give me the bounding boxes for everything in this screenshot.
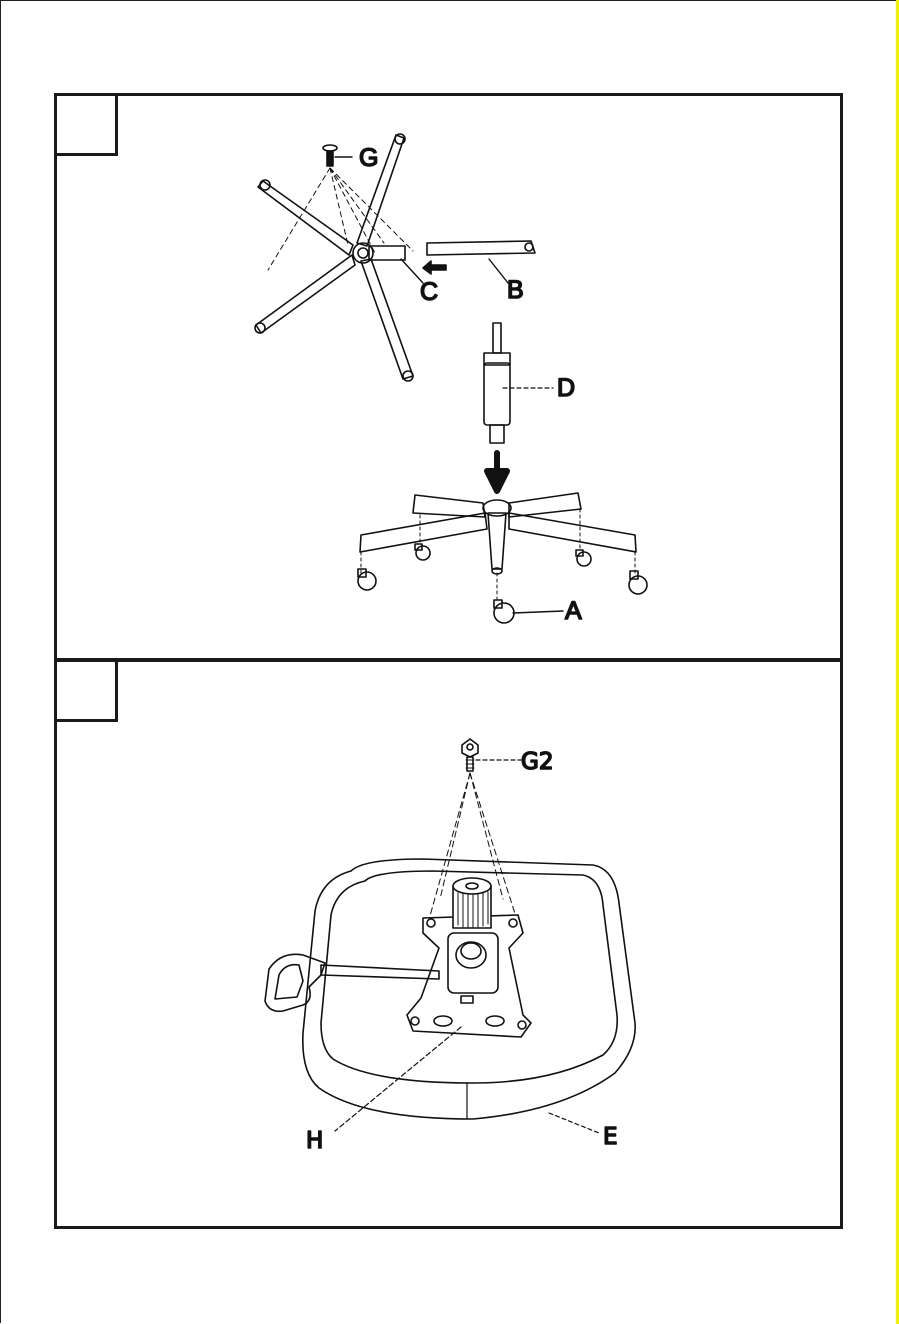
label-g: G xyxy=(359,144,378,172)
star-base-exploded xyxy=(255,134,413,381)
label-c: C xyxy=(420,278,438,306)
gas-lift-d xyxy=(484,323,510,491)
step-1-illustration: G C B D A xyxy=(57,96,846,664)
step-2-illustration: G2 H E xyxy=(57,662,846,1232)
label-g2: G2 xyxy=(521,749,553,775)
label-h: H xyxy=(306,1128,323,1154)
label-a: A xyxy=(565,597,582,625)
leg-b xyxy=(423,241,535,274)
label-d: D xyxy=(557,374,575,402)
label-b: B xyxy=(507,276,524,304)
arrow-down-icon xyxy=(487,453,507,491)
label-e: E xyxy=(603,1124,618,1150)
step-1-panel: G C B D A xyxy=(54,93,843,661)
step-2-panel: G2 H E xyxy=(54,659,843,1229)
star-base-assembled xyxy=(358,493,647,623)
arrow-right-to-left-icon xyxy=(423,261,446,274)
